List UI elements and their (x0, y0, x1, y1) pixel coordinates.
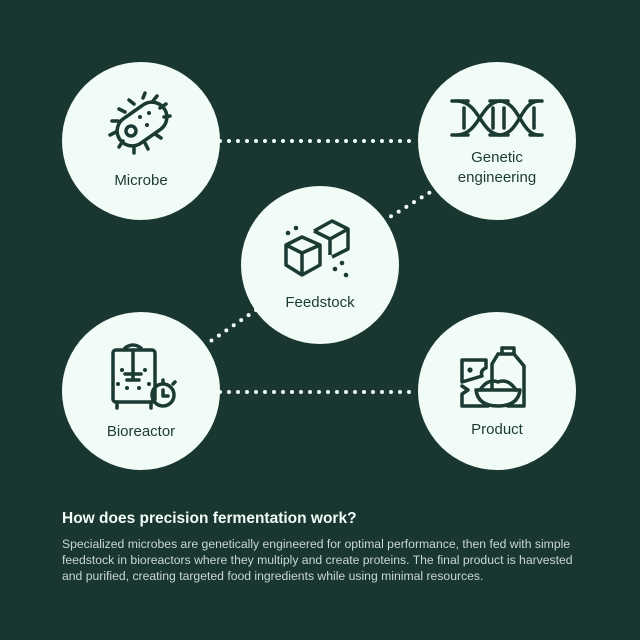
explainer-title: How does precision fermentation work? (62, 510, 357, 527)
sugar-cubes-icon (284, 219, 350, 278)
label-line-2: engineering (457, 169, 537, 186)
node-bioreactor: Bioreactor (62, 312, 220, 470)
node-microbe: Microbe (62, 62, 220, 220)
bacteria-icon (108, 91, 172, 155)
node-label-microbe: Microbe (114, 172, 168, 189)
label-line-1: Genetic (471, 149, 523, 166)
bioreactor-timer-icon (111, 343, 177, 410)
food-products-icon (460, 346, 526, 408)
node-label-genetic-engineering: Genetic engineering (458, 148, 536, 188)
explainer-body: Specialized microbes are genetically eng… (62, 537, 573, 583)
connector-feedstock-bioreactor (203, 308, 258, 347)
node-label-feedstock: Feedstock (285, 294, 355, 311)
node-label-product: Product (471, 421, 523, 438)
connector-genetic-feedstock (383, 186, 439, 222)
node-label-bioreactor: Bioreactor (106, 423, 176, 440)
node-product: Product (418, 312, 576, 470)
node-genetic-engineering: Genetic engineering (418, 62, 576, 220)
dna-icon (450, 99, 544, 137)
explainer: How does precision fermentation work? Sp… (62, 510, 592, 584)
node-feedstock: Feedstock (241, 186, 399, 344)
